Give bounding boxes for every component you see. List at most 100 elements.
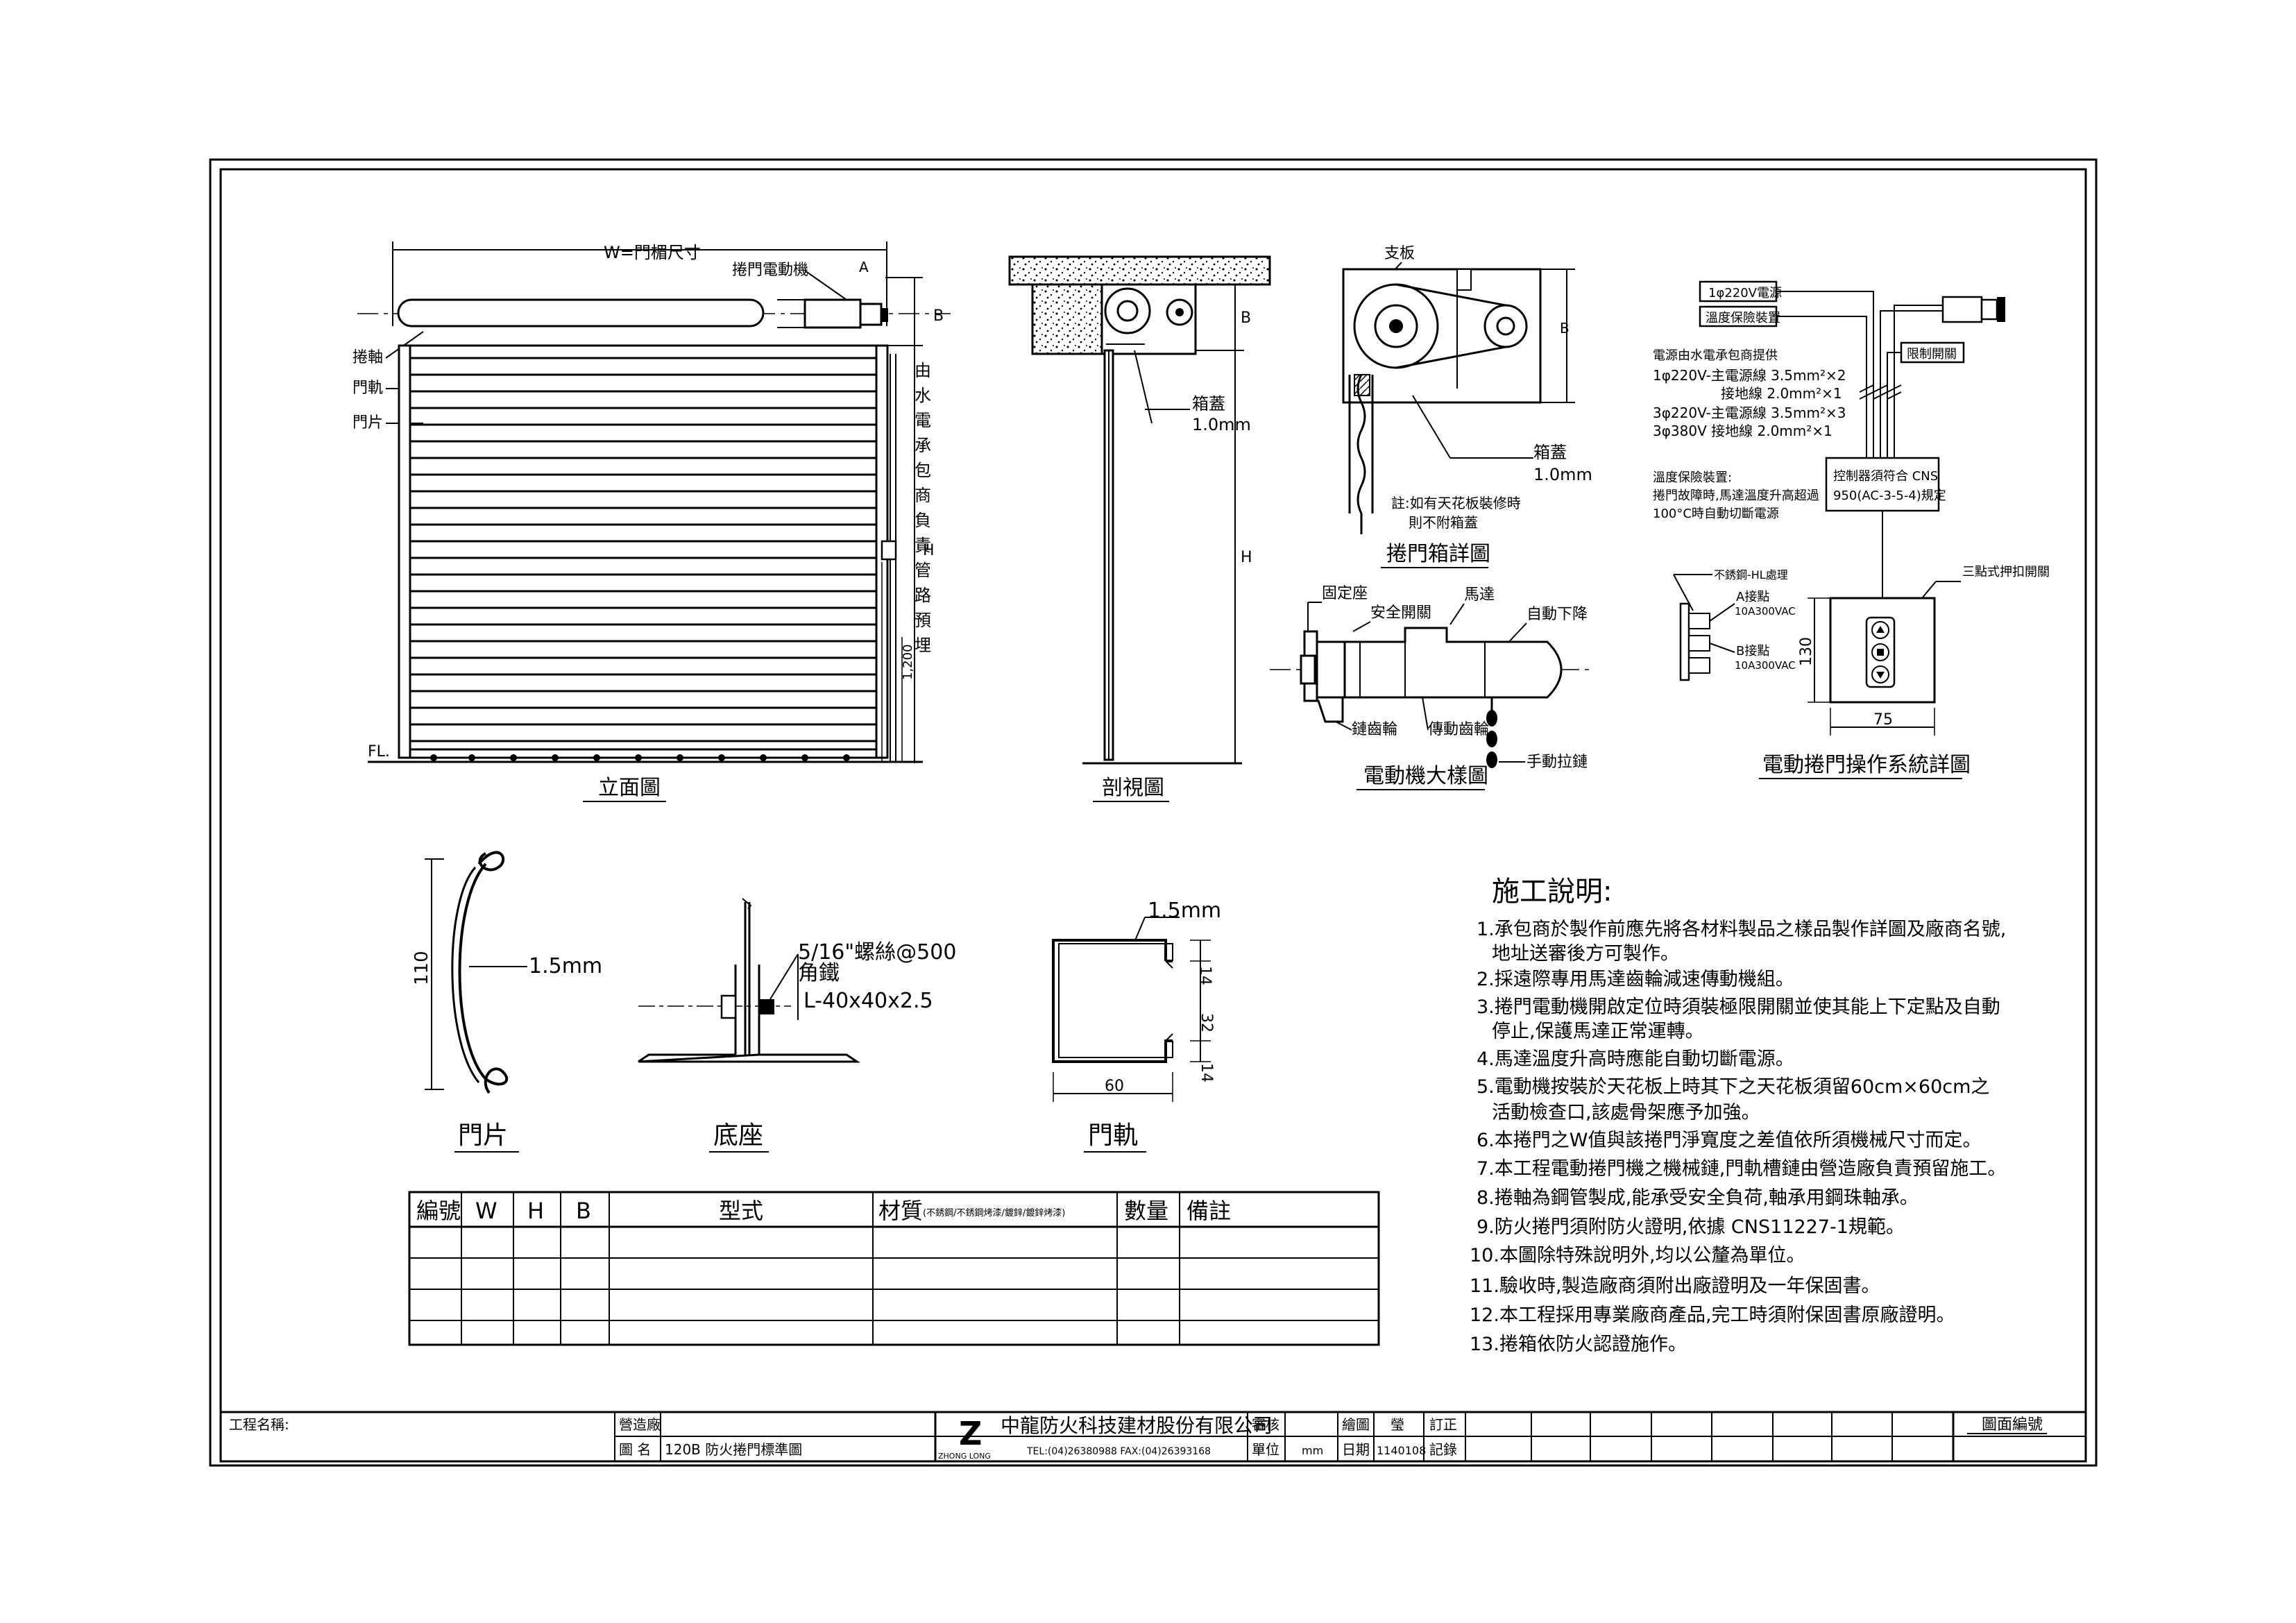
rail-label: 門軌: [352, 380, 383, 397]
drive-gear-label: 傳動齒輪: [1428, 721, 1489, 738]
note-1: 1.承包商於製作前應先將各材料製品之樣品製作詳圖及廠商名號,: [1477, 919, 2006, 940]
contact-a: A接點: [1736, 590, 1769, 604]
limit-switch: 限制開關: [1907, 347, 1957, 362]
spec-line1-a: 1φ220V-主電源線 3.5mm²×2: [1653, 367, 1846, 384]
conduit-note-11: 埋: [915, 636, 931, 655]
note-9: 9.防火捲門須附防火證明,依據 CNS11227-1規範。: [1477, 1216, 1905, 1238]
contractor-label: 營造廠: [619, 1416, 661, 1433]
fixed-seat-label: 固定座: [1322, 585, 1368, 602]
contact-b-rating: 10A300VAC: [1735, 659, 1796, 672]
note-11: 11.驗收時,製造廠商須附出廠證明及一年保固書。: [1470, 1275, 1880, 1297]
motor-label-detail: 馬達: [1464, 586, 1495, 604]
tel-fax: TEL:(04)26380988 FAX:(04)26393168: [1026, 1446, 1211, 1457]
note-1b: 地址送審後方可製作。: [1492, 943, 1679, 965]
rail-title: 門軌: [1088, 1121, 1138, 1150]
th-h: H: [527, 1198, 544, 1224]
conduit-note-0: 由: [915, 361, 931, 380]
fl-label: FL.: [368, 743, 390, 760]
schedule-table: 編號 W H B 型式 材質 (不銹鋼/不銹鋼烤漆/鍍鋅/鍍鋅烤漆) 數量 備註: [408, 1191, 1380, 1346]
box-cover-thk: 1.0mm: [1533, 465, 1592, 484]
date-value: 1140108: [1377, 1444, 1426, 1457]
th-remark: 備註: [1187, 1198, 1231, 1224]
temp-device: 溫度保險裝置: [1706, 311, 1780, 325]
review-label: 審核: [1252, 1416, 1279, 1433]
conduit-note-10: 預: [915, 611, 931, 630]
slat-thk: 1.5mm: [529, 954, 602, 978]
motor-label: 捲門電動機: [732, 262, 808, 279]
stainless-label: 不銹鋼-HL處理: [1714, 568, 1788, 581]
note-5b: 活動檢查口,該處骨架應予加強。: [1492, 1102, 1760, 1123]
safety-switch-label: 安全開關: [1370, 604, 1431, 622]
conduit-note-8: 管: [915, 561, 931, 580]
date-label: 日期: [1342, 1441, 1370, 1458]
logo-letter: Z: [959, 1415, 982, 1452]
base-angle-spec: L-40x40x2.5: [803, 989, 933, 1013]
temp-line2: 100°C時自動切斷電源: [1653, 507, 1779, 521]
revision-label-1: 訂正: [1429, 1416, 1457, 1433]
th-material: 材質: [878, 1198, 923, 1224]
dim-b: B: [933, 307, 944, 325]
logo-sub: ZHONG LONG: [938, 1452, 991, 1461]
base-angle: 角鐵: [798, 961, 840, 985]
conduit-note-6: 負: [915, 511, 931, 530]
conduit-note-1: 水: [915, 386, 931, 405]
notes-title: 施工說明:: [1492, 876, 1612, 908]
box-note-2: 則不附箱蓋: [1409, 514, 1478, 531]
base-detail: 5/16"螺絲@500 角鐵 L-40x40x2.5 底座: [638, 898, 956, 1153]
box-note-1: 註:如有天花板裝修時: [1391, 495, 1521, 511]
note-3b: 停止,保護馬達正常運轉。: [1492, 1021, 1704, 1042]
spec-line2-b: 3φ380V 接地線 2.0mm²×1: [1653, 423, 1832, 439]
rail-dim-14a: 14: [1196, 966, 1214, 985]
shaft-label: 捲軸: [352, 349, 383, 366]
control-detail: 1φ220V電源 溫度保險裝置 限制開關 電源由水電承包商提供 1φ220V-主…: [1653, 280, 2050, 779]
dim-1200: 1,200: [901, 644, 915, 680]
box-dim-b: B: [1560, 320, 1570, 337]
dim-130: 130: [1798, 637, 1815, 666]
contact-b: B接點: [1736, 644, 1769, 658]
rail-dim-32: 32: [1198, 1013, 1215, 1033]
dim-a: A: [859, 259, 869, 275]
title-block: 工程名稱: 營造廠 圖 名 120B 防火捲門標準圖 Z ZHONG LONG …: [221, 1411, 2086, 1461]
unit-value: mm: [1302, 1444, 1323, 1457]
box-detail-title: 捲門箱詳圖: [1386, 542, 1490, 566]
control-detail-title: 電動捲門操作系統詳圖: [1762, 753, 1971, 777]
th-qty: 數量: [1124, 1198, 1168, 1224]
construction-notes: 施工說明: 1.承包商於製作前應先將各材料製品之樣品製作詳圖及廠商名號, 地址送…: [1470, 876, 2006, 1355]
dim-75: 75: [1873, 711, 1893, 729]
base-title: 底座: [713, 1121, 763, 1150]
conduit-note-4: 包: [915, 461, 931, 480]
up-arrow-icon: [1876, 626, 1885, 633]
dim-h: H: [923, 542, 935, 559]
rail-detail: 1.5mm 14 32 14 60 門軌: [1052, 899, 1221, 1153]
base-screw: 5/16"螺絲@500: [798, 940, 956, 965]
conduit-note-2: 電: [915, 411, 931, 430]
motor-detail-title: 電動機大樣圖: [1363, 764, 1488, 788]
company-name: 中龍防火科技建材股份有限公司: [1001, 1414, 1273, 1437]
elevation-view: W=門楣尺寸 捲門電動機 A B H 捲軸 門軌 門片: [352, 241, 951, 802]
drawn-value: 瑩: [1391, 1416, 1404, 1433]
note-7: 7.本工程電動捲門機之機械鏈,門軌槽鏈由營造廠負責預留施工。: [1477, 1158, 2006, 1180]
elevation-title: 立面圖: [598, 776, 661, 800]
rail-thk: 1.5mm: [1148, 899, 1221, 923]
th-number: 編號: [416, 1198, 461, 1224]
outer-border: [209, 158, 2098, 1467]
th-w: W: [475, 1198, 498, 1224]
slat-title: 門片: [458, 1121, 508, 1150]
stop-icon: [1877, 649, 1884, 656]
drawn-label: 繪圖: [1342, 1416, 1370, 1433]
th-b: B: [576, 1198, 591, 1224]
section-title: 剖視圖: [1102, 776, 1164, 800]
note-4: 4.馬達溫度升高時應能自動切斷電源。: [1477, 1048, 1794, 1070]
slat-dim-110: 110: [411, 951, 432, 985]
th-type: 型式: [719, 1198, 763, 1224]
rail-dim-60: 60: [1105, 1078, 1124, 1095]
inner-border: [219, 168, 2087, 1463]
conduit-note-7: 責: [915, 536, 931, 555]
box-detail: 支板 B 箱蓋 1.0mm 註:如有天花板裝修時 則不附箱蓋 捲門箱詳圖: [1342, 245, 1592, 568]
th-material-note: (不銹鋼/不銹鋼烤漆/鍍鋅/鍍鋅烤漆): [923, 1207, 1065, 1218]
power-1phase: 1φ220V電源: [1708, 286, 1782, 300]
note-6: 6.本捲門之W值與該捲門淨寬度之差值依所須機械尺寸而定。: [1477, 1130, 1981, 1151]
slat-label: 門片: [352, 414, 383, 432]
bracket-label: 支板: [1384, 245, 1415, 262]
